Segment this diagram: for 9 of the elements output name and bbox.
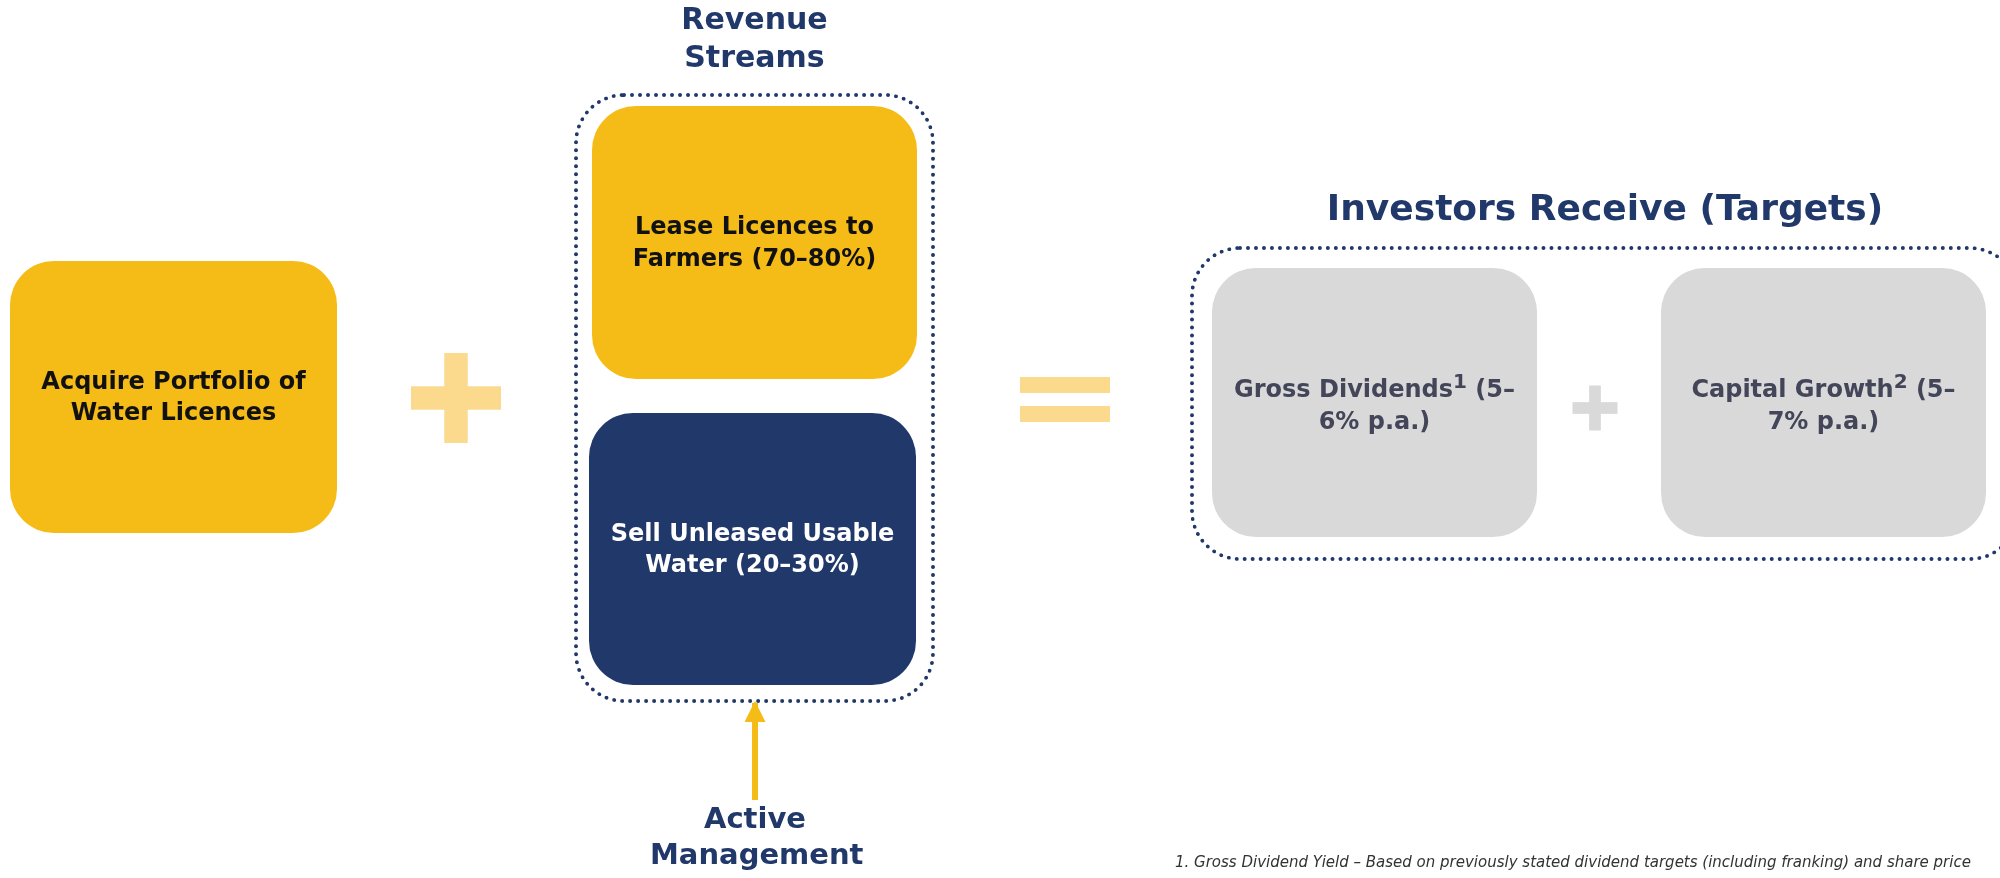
process-box: Lease Licences to Farmers (70–80%)	[592, 106, 917, 379]
arrow	[744, 700, 766, 800]
process-box: Capital Growth$^{2}$ (5–7% p.a.)	[1661, 268, 1986, 537]
process-box: Acquire Portfolio of Water Licences	[10, 261, 337, 533]
footnote: 1. Gross Dividend Yield – Based on previously stated dividend targets (including franking) and share price	[1175, 853, 1971, 871]
process-box: Gross Dividends$^{1}$ (5–6% p.a.)	[1212, 268, 1537, 537]
group-heading: Investors Receive (Targets)	[1325, 186, 1885, 230]
process-box: Sell Unleased Usable Water (20–30%)	[589, 413, 916, 685]
group-heading: Revenue Streams	[680, 0, 829, 75]
